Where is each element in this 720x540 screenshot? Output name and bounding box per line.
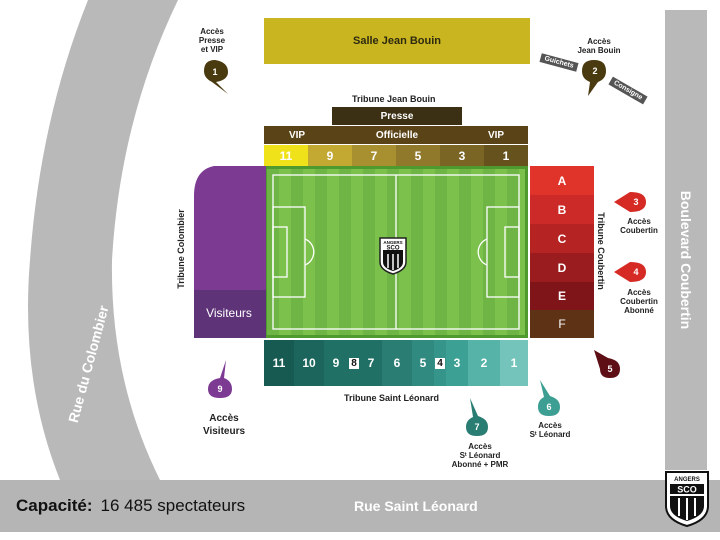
access-2-pin-icon[interactable]: 2: [580, 58, 608, 98]
leonard-section-9[interactable]: 9: [324, 340, 348, 386]
badge-logo-top-text: ANGERS: [674, 477, 700, 483]
access-4-number: 4: [633, 267, 638, 277]
access-5-number: 5: [607, 364, 612, 374]
access-6-label: Accès Sᵗ Léonard: [529, 421, 571, 439]
leonard-section-7[interactable]: 7: [360, 340, 382, 386]
pitch-markings: [272, 174, 520, 330]
presse-zone[interactable]: Presse: [332, 107, 462, 125]
access-7-pin-icon[interactable]: 7: [464, 396, 490, 438]
leonard-section-5[interactable]: 5: [412, 340, 434, 386]
tribune-colombier-visitors-zone[interactable]: [194, 166, 266, 338]
access-3-label: Accès Coubertin: [620, 217, 658, 235]
vip-right-zone[interactable]: VIP: [464, 126, 528, 144]
coubertin-section-a[interactable]: A: [530, 166, 594, 195]
access-9-pin-icon[interactable]: 9: [206, 358, 234, 400]
access-7-number: 7: [474, 422, 479, 432]
tribune-coubertin-title: Tribune Coubertin: [596, 212, 606, 290]
access-1-label: Accès Presse et VIP: [198, 27, 226, 54]
boulevard-coubertin-label: Boulevard Coubertin: [678, 190, 694, 330]
jean-bouin-section-3[interactable]: 3: [440, 145, 484, 166]
tribune-saint-leonard-title: Tribune Saint Léonard: [344, 393, 440, 403]
coubertin-section-b[interactable]: B: [530, 195, 594, 224]
jean-bouin-section-9[interactable]: 9: [308, 145, 352, 166]
jean-bouin-section-7[interactable]: 7: [352, 145, 396, 166]
coubertin-section-f[interactable]: F: [530, 310, 594, 338]
leonard-section-8-tag: 8: [349, 357, 359, 369]
access-2-label: Accès Jean Bouin: [577, 37, 621, 55]
rue-saint-leonard-road: [0, 480, 720, 532]
access-6-number: 6: [546, 402, 551, 412]
access-2-number: 2: [592, 66, 597, 76]
sco-center-logo: ANGERS SCO: [379, 237, 407, 275]
leonard-section-4-tag: 4: [435, 357, 445, 369]
access-9-label: Accès Visiteurs: [202, 413, 246, 437]
boulevard-coubertin-road: [665, 10, 707, 470]
tribune-jean-bouin-title: Tribune Jean Bouin: [352, 94, 436, 104]
coubertin-section-e[interactable]: E: [530, 282, 594, 310]
access-3-pin-icon[interactable]: 3: [612, 190, 648, 214]
badge-logo-main-text: SCO: [677, 485, 697, 495]
leonard-section-6[interactable]: 6: [382, 340, 412, 386]
jean-bouin-section-11[interactable]: 11: [264, 145, 308, 166]
capacity-value: 16 485 spectateurs: [100, 496, 246, 515]
visitors-label: Visiteurs: [206, 306, 252, 320]
access-4-label: Accès Coubertin Abonné: [620, 288, 658, 315]
jean-bouin-section-5[interactable]: 5: [396, 145, 440, 166]
leonard-section-11[interactable]: 11: [264, 340, 294, 386]
access-7-label: Accès Sᵗ Léonard Abonné + PMR: [451, 442, 509, 469]
coubertin-section-d[interactable]: D: [530, 253, 594, 282]
leonard-section-10[interactable]: 10: [294, 340, 324, 386]
access-4-pin-icon[interactable]: 4: [612, 260, 648, 284]
leonard-section-3[interactable]: 3: [446, 340, 468, 386]
leonard-section-2[interactable]: 2: [468, 340, 500, 386]
access-9-number: 9: [217, 384, 222, 394]
rue-saint-leonard-label: Rue Saint Léonard: [354, 498, 478, 514]
sco-angers-badge-logo: ANGERS SCO: [665, 471, 709, 528]
leonard-section-4[interactable]: 4: [434, 340, 446, 386]
access-1-number: 1: [212, 67, 217, 77]
center-logo-top-text: ANGERS: [383, 240, 402, 245]
leonard-section-1[interactable]: 1: [500, 340, 528, 386]
salle-jean-bouin: Salle Jean Bouin: [264, 18, 530, 64]
officielle-zone[interactable]: Officielle: [330, 126, 464, 144]
capacity-label: Capacité:: [16, 496, 93, 515]
leonard-section-8[interactable]: 8: [348, 340, 360, 386]
vip-left-zone[interactable]: VIP: [264, 126, 330, 144]
jean-bouin-section-1[interactable]: 1: [484, 145, 528, 166]
access-1-pin-icon[interactable]: 1: [202, 58, 230, 96]
coubertin-section-c[interactable]: C: [530, 224, 594, 253]
capacity-text: Capacité: 16 485 spectateurs: [16, 496, 245, 516]
tribune-colombier-title: Tribune Colombier: [176, 209, 186, 289]
access-3-number: 3: [633, 197, 638, 207]
access-5-pin-icon[interactable]: 5: [592, 348, 622, 380]
center-logo-main-text: SCO: [386, 246, 399, 252]
access-6-pin-icon[interactable]: 6: [536, 378, 562, 418]
